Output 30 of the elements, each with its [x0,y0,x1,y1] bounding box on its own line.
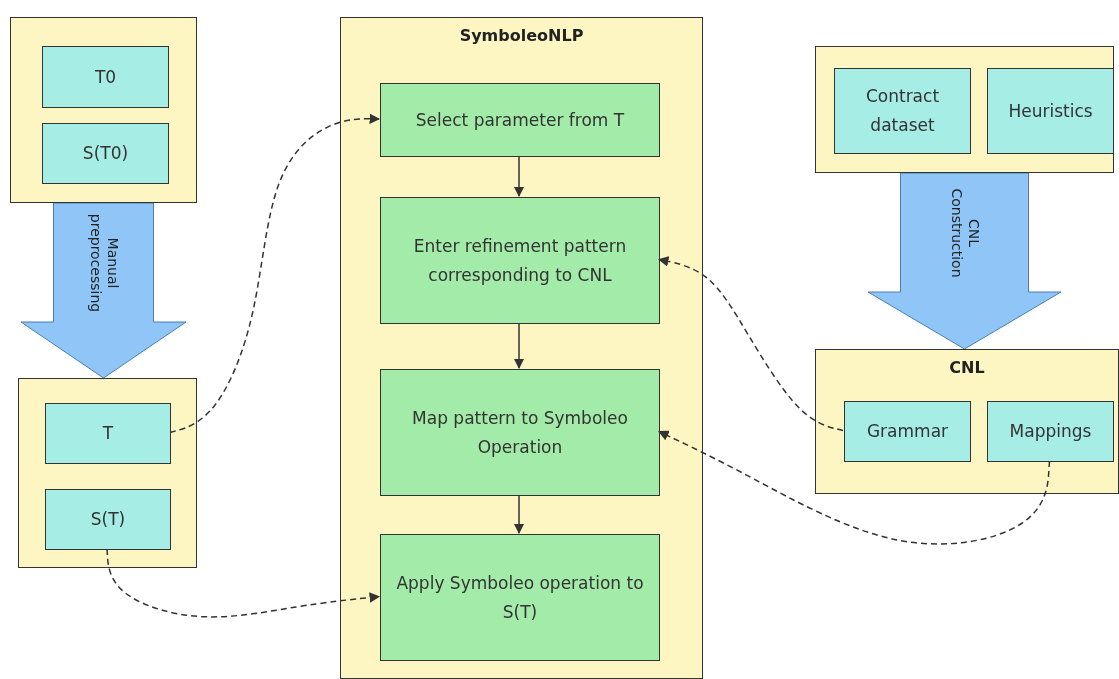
group-title: SymboleoNLP [459,26,584,45]
process-box: T [45,403,171,464]
process-box: S(T0) [42,123,169,184]
process-box: Contract dataset [834,68,971,154]
container-box [10,17,197,203]
group-title: CNL [949,358,985,377]
process-box: Grammar [844,401,971,462]
block-arrow [867,172,1062,350]
edge-label: CNL Construction [947,186,982,280]
edge-label: Manual preprocessing [86,212,121,314]
process-box: Heuristics [987,68,1114,154]
process-box: Map pattern to Symboleo Operation [380,369,660,496]
dashed-arrow [658,430,1051,545]
dashed-arrow [169,113,381,434]
process-box: Mappings [987,401,1114,462]
process-box: Enter refinement pattern corresponding to CNL [380,197,660,324]
process-box: S(T) [45,489,171,550]
container-box [340,17,703,679]
container-box [18,378,197,568]
arrow [513,494,525,535]
container-box [815,46,1114,173]
container-box [815,349,1119,494]
dashed-arrow [106,548,381,618]
process-box: Select parameter from T [380,83,660,157]
arrow [513,322,525,370]
process-box: T0 [42,46,169,108]
arrow [513,155,525,198]
process-box: Apply Symboleo operation to S(T) [380,534,660,661]
dashed-arrow [657,256,844,432]
block-arrow [20,202,187,379]
